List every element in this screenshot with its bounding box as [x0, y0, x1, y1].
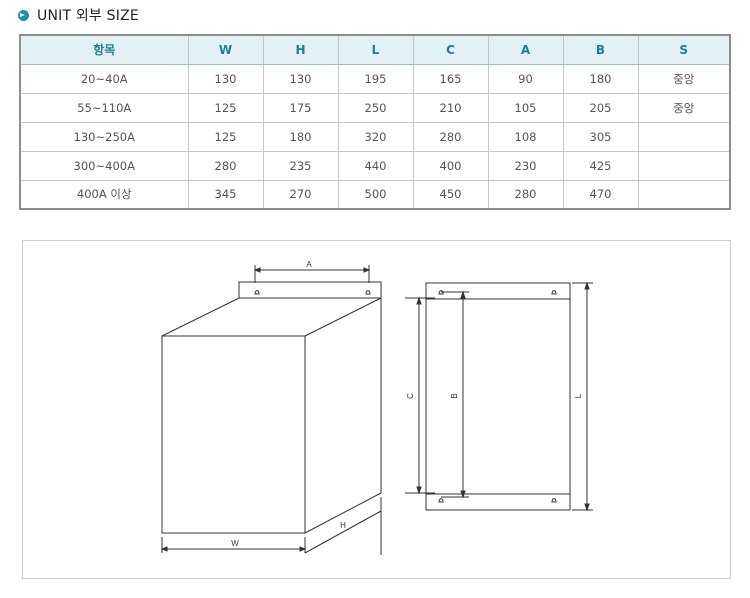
- dim-h-line: [304, 510, 382, 554]
- mount-hole-icon: [551, 498, 557, 503]
- dimension-diagram-panel: A W H C: [22, 240, 731, 579]
- table-cell: 425: [562, 150, 639, 181]
- front-outline: [425, 282, 571, 511]
- table-cell: 130~250A: [19, 121, 189, 152]
- box-top-edge-left: [161, 297, 240, 337]
- table-cell: 320: [337, 121, 414, 152]
- dim-label-c: C: [406, 393, 415, 399]
- table-cell: 230: [487, 150, 564, 181]
- table-cell: 400A 이상: [19, 179, 189, 210]
- section-title: UNIT 외부 SIZE: [37, 8, 139, 24]
- col-header-c: C: [412, 34, 489, 65]
- table-row: 55~110A 125 175 250 210 105 205 중앙: [19, 92, 731, 123]
- table-cell: 108: [487, 121, 564, 152]
- box-front-face: [161, 335, 306, 534]
- table-row: 400A 이상 345 270 500 450 280 470: [19, 179, 731, 210]
- table-cell: 125: [187, 92, 264, 123]
- table-cell: 280: [412, 121, 489, 152]
- table-cell: 90: [487, 63, 564, 94]
- table-row: 130~250A 125 180 320 280 108 305: [19, 121, 731, 152]
- table-row: 20~40A 130 130 195 165 90 180 중앙: [19, 63, 731, 94]
- table-cell: 중앙: [637, 63, 731, 94]
- unit-3d-view: A W H: [160, 260, 382, 555]
- col-header-l: L: [337, 34, 414, 65]
- section-heading: UNIT 외부 SIZE: [18, 6, 139, 24]
- col-header-item: 항목: [19, 34, 189, 65]
- table-cell: 300~400A: [19, 150, 189, 181]
- table-cell: 205: [562, 92, 639, 123]
- mount-hole-icon: [365, 290, 371, 295]
- dim-label-a: A: [306, 260, 312, 269]
- mount-hole-icon: [438, 498, 444, 503]
- box-bottom-edge: [304, 492, 382, 534]
- table-cell: 280: [187, 150, 264, 181]
- table-cell: [637, 150, 731, 181]
- table-cell: 270: [262, 179, 339, 210]
- table-cell: 305: [562, 121, 639, 152]
- dim-label-l: L: [574, 393, 583, 398]
- table-cell: 130: [187, 63, 264, 94]
- table-cell: 중앙: [637, 92, 731, 123]
- table-cell: 470: [562, 179, 639, 210]
- table-row: 300~400A 280 235 440 400 230 425: [19, 150, 731, 181]
- bullet-arrow-icon: [18, 9, 29, 21]
- table-cell: 180: [262, 121, 339, 152]
- table-cell: 280: [487, 179, 564, 210]
- table-cell: 235: [262, 150, 339, 181]
- table-cell: 165: [412, 63, 489, 94]
- dim-b-arrows: [460, 290, 466, 499]
- table-cell: 130: [262, 63, 339, 94]
- table-cell: 20~40A: [19, 63, 189, 94]
- dim-label-w: W: [231, 539, 239, 548]
- dim-label-b: B: [450, 393, 459, 398]
- table-cell: 450: [412, 179, 489, 210]
- table-cell: 440: [337, 150, 414, 181]
- mounting-plate-top: [238, 281, 382, 299]
- table-cell: 195: [337, 63, 414, 94]
- dim-a-arrows: [253, 267, 371, 273]
- mount-hole-icon: [254, 290, 260, 295]
- unit-size-table: 항목 W H L C A B S 20~40A 130 130 195 165 …: [19, 34, 731, 210]
- table-cell: 175: [262, 92, 339, 123]
- table-cell: 400: [412, 150, 489, 181]
- table-cell: 500: [337, 179, 414, 210]
- table-cell: [637, 121, 731, 152]
- dim-l-arrows: [584, 281, 590, 512]
- col-header-h: H: [262, 34, 339, 65]
- table-cell: 105: [487, 92, 564, 123]
- table-cell: 180: [562, 63, 639, 94]
- col-header-a: A: [487, 34, 564, 65]
- dim-w-arrows: [160, 546, 307, 552]
- dim-label-h: H: [340, 521, 346, 530]
- col-header-w: W: [187, 34, 264, 65]
- table-cell: 55~110A: [19, 92, 189, 123]
- dimension-diagram: A W H C: [160, 260, 593, 555]
- table-cell: 210: [412, 92, 489, 123]
- unit-front-view: C B L: [405, 281, 593, 512]
- mount-hole-icon: [438, 290, 444, 295]
- table-cell: 125: [187, 121, 264, 152]
- table-cell: 345: [187, 179, 264, 210]
- box-top-edge-right: [304, 297, 382, 337]
- col-header-s: S: [637, 34, 731, 65]
- table-cell: [637, 179, 731, 210]
- col-header-b: B: [562, 34, 639, 65]
- dim-c-arrows: [416, 296, 422, 495]
- table-header-row: 항목 W H L C A B S: [19, 34, 731, 65]
- mount-hole-icon: [551, 290, 557, 295]
- table-cell: 250: [337, 92, 414, 123]
